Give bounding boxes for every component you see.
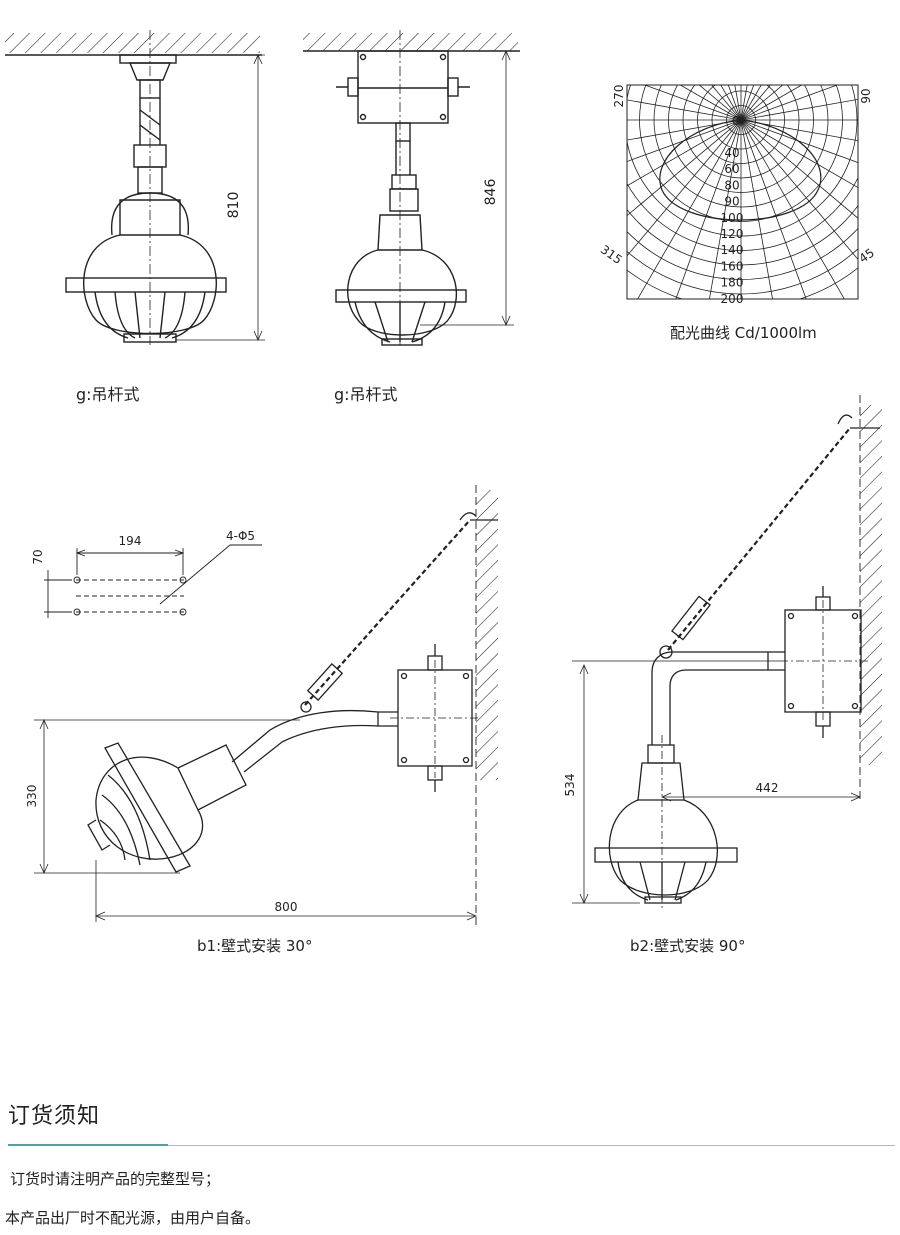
- technical-drawing: 810 846 270 90 315 45 0 40 60 80 90 100 120 14…: [5, 30, 882, 925]
- polar-spoke: [627, 119, 742, 257]
- section-divider-accent: [8, 1144, 168, 1146]
- order-notes-title: 订货须知: [8, 1104, 101, 1129]
- polar-ring-labels: 40 60 80 90 100 120 140 160 180 200: [721, 146, 744, 306]
- polar-spoke: [711, 85, 742, 121]
- caption-b1: b1:壁式安装 30°: [197, 937, 313, 955]
- polar-ring-label: 120: [721, 227, 744, 241]
- polar-ring-label: 90: [724, 195, 739, 209]
- polar-angle-label-45: 45: [856, 246, 877, 266]
- polar-ring-label: 180: [721, 276, 744, 290]
- polar-spoke: [740, 85, 839, 121]
- polar-spoke: [709, 119, 742, 299]
- polar-angle-label-90: 90: [859, 88, 873, 103]
- polar-spoke: [740, 119, 773, 299]
- polar-spoke: [627, 99, 742, 121]
- polar-spoke: [720, 85, 742, 121]
- b1-drop-dim-label: 330: [25, 785, 39, 808]
- g2-height-dim-label: 846: [483, 179, 499, 206]
- section-divider: [8, 1145, 895, 1146]
- figure-g2-pendant-lamp: [303, 30, 520, 346]
- polar-spoke: [740, 85, 784, 121]
- b1-width-dim-label: 194: [119, 534, 142, 548]
- polar-angle-label-270: 270: [612, 85, 626, 108]
- b2-reach-dim-label: 442: [756, 781, 779, 795]
- polar-spoke: [740, 119, 858, 142]
- figure-b2-wall-mount-90: [572, 395, 882, 910]
- polar-spoke: [679, 85, 742, 121]
- polar-center-label: 0: [732, 114, 740, 128]
- b1-holes-dim-label: 4-Φ5: [226, 529, 255, 543]
- polar-spoke: [627, 119, 742, 217]
- caption-b2: b2:壁式安装 90°: [630, 937, 746, 955]
- polar-spoke: [698, 85, 742, 121]
- polar-frame: [626, 84, 859, 300]
- polar-ring-label: 40: [724, 146, 739, 160]
- caption-g2: g:吊杆式: [334, 385, 398, 404]
- polar-ring-label: 60: [724, 162, 739, 176]
- polar-spoke: [627, 119, 742, 162]
- polar-ring-label: 100: [721, 211, 744, 225]
- polar-spoke: [627, 119, 742, 187]
- polar-spoke: [740, 119, 858, 261]
- polar-light-distribution-chart: [626, 84, 859, 300]
- order-note-2: 本产品出厂时不配光源，由用户自备。: [5, 1209, 261, 1227]
- polar-spoke: [627, 119, 742, 141]
- polar-ring-label: 140: [721, 243, 744, 257]
- polar-spoke: [740, 119, 807, 299]
- polar-ring-label: 200: [721, 292, 744, 306]
- b1-reach-dim-label: 800: [275, 900, 298, 914]
- caption-polar: 配光曲线 Cd/1000lm: [670, 324, 817, 342]
- polar-spoke: [675, 119, 742, 299]
- caption-g1: g:吊杆式: [76, 385, 140, 404]
- b1-dim-labels: 194 70 4-Φ5 330 800: [25, 529, 297, 914]
- b1-height-dim-label: 70: [31, 549, 45, 564]
- polar-angle-label-315: 315: [598, 242, 625, 267]
- polar-spoke: [740, 98, 858, 121]
- light-distribution-curve: [659, 119, 822, 221]
- figure-g1-pendant-lamp: [5, 30, 265, 345]
- polar-spoke: [740, 119, 858, 219]
- polar-ring-label: 80: [724, 178, 739, 192]
- b2-drop-dim-label: 534: [563, 774, 577, 797]
- g1-height-dim-label: 810: [226, 192, 242, 219]
- polar-spoke: [637, 119, 742, 299]
- polar-spoke: [740, 119, 858, 189]
- polar-ring-label: 160: [721, 259, 744, 273]
- polar-spoke: [740, 85, 803, 121]
- polar-spoke: [643, 85, 742, 121]
- polar-spoke: [740, 85, 762, 121]
- b2-dim-labels: 534 442: [563, 774, 778, 797]
- polar-spoke: [740, 85, 771, 121]
- order-note-1: 订货时请注明产品的完整型号；: [10, 1170, 221, 1188]
- polar-spoke: [727, 85, 742, 121]
- polar-spoke: [740, 119, 858, 164]
- figure-b1-wall-mount-30: [34, 485, 498, 925]
- polar-spoke: [740, 119, 845, 299]
- polar-spoke: [740, 85, 755, 121]
